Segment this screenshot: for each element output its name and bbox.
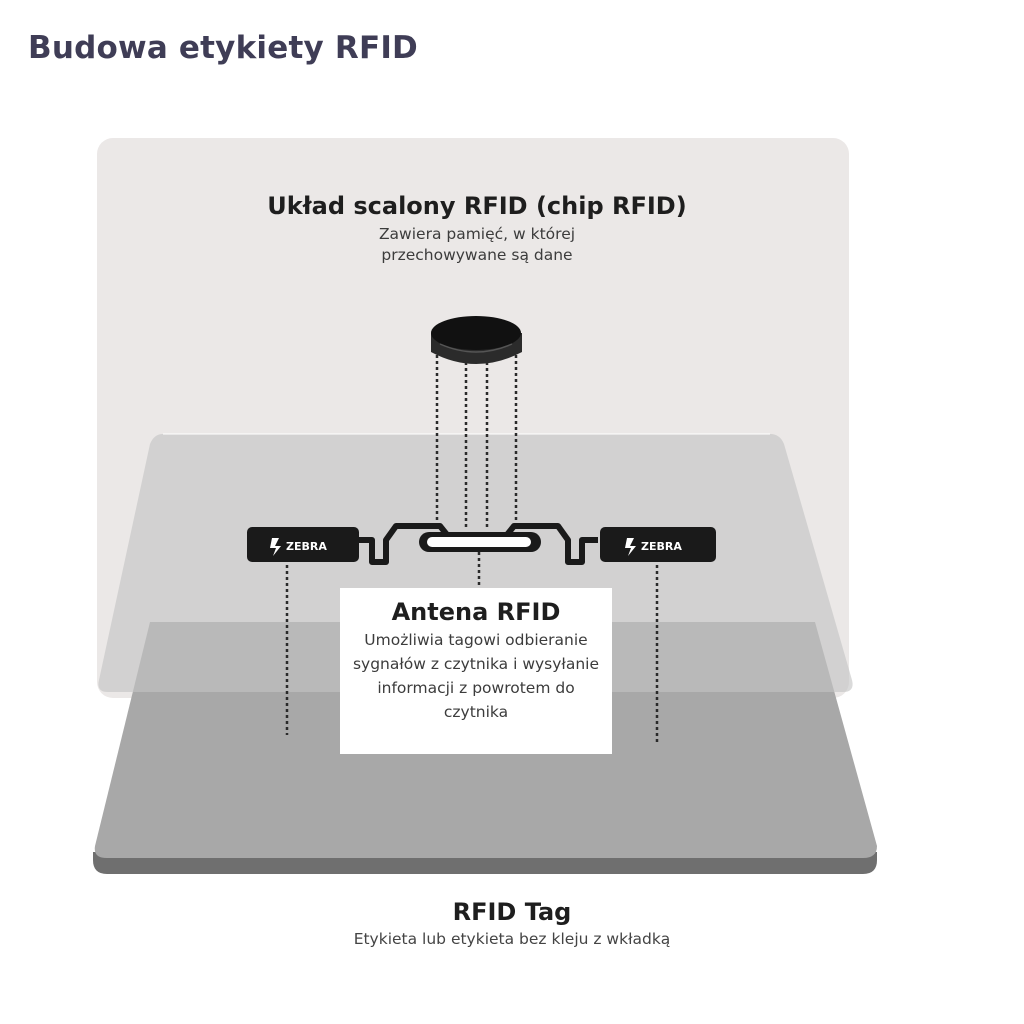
tag-description: Etykieta lub etykieta bez kleju z wkładk… [353, 930, 671, 948]
antenna-inlay: ZEBRA ZEBRA [247, 523, 716, 565]
antenna-description: Umożliwia tagowi odbieranie sygnałów z c… [352, 631, 600, 721]
chip-description: Zawiera pamięć, w której przechowywane s… [378, 225, 576, 264]
page-title: Budowa etykiety RFID [28, 30, 418, 66]
zebra-logo-left-text: ZEBRA [286, 540, 327, 553]
antenna-label: Antena RFID Umożliwia tagowi odbieranie … [340, 588, 612, 754]
antenna-right-block [600, 527, 716, 562]
chip-title: Układ scalony RFID (chip RFID) [267, 192, 687, 220]
zebra-logo-right-text: ZEBRA [641, 540, 682, 553]
zebra-logo-right: ZEBRA [625, 538, 682, 556]
chip-connector-lines [435, 355, 518, 530]
tag-title: RFID Tag [452, 898, 572, 926]
antenna-connector-lines [285, 552, 659, 742]
antenna-title: Antena RFID [391, 598, 561, 626]
chip-label: Układ scalony RFID (chip RFID) Zawiera p… [212, 192, 742, 266]
rfid-chip [431, 316, 522, 364]
zebra-logo-left: ZEBRA [270, 538, 327, 556]
tag-label: RFID Tag Etykieta lub etykieta bez kleju… [200, 898, 824, 948]
chip-slot [427, 537, 531, 547]
